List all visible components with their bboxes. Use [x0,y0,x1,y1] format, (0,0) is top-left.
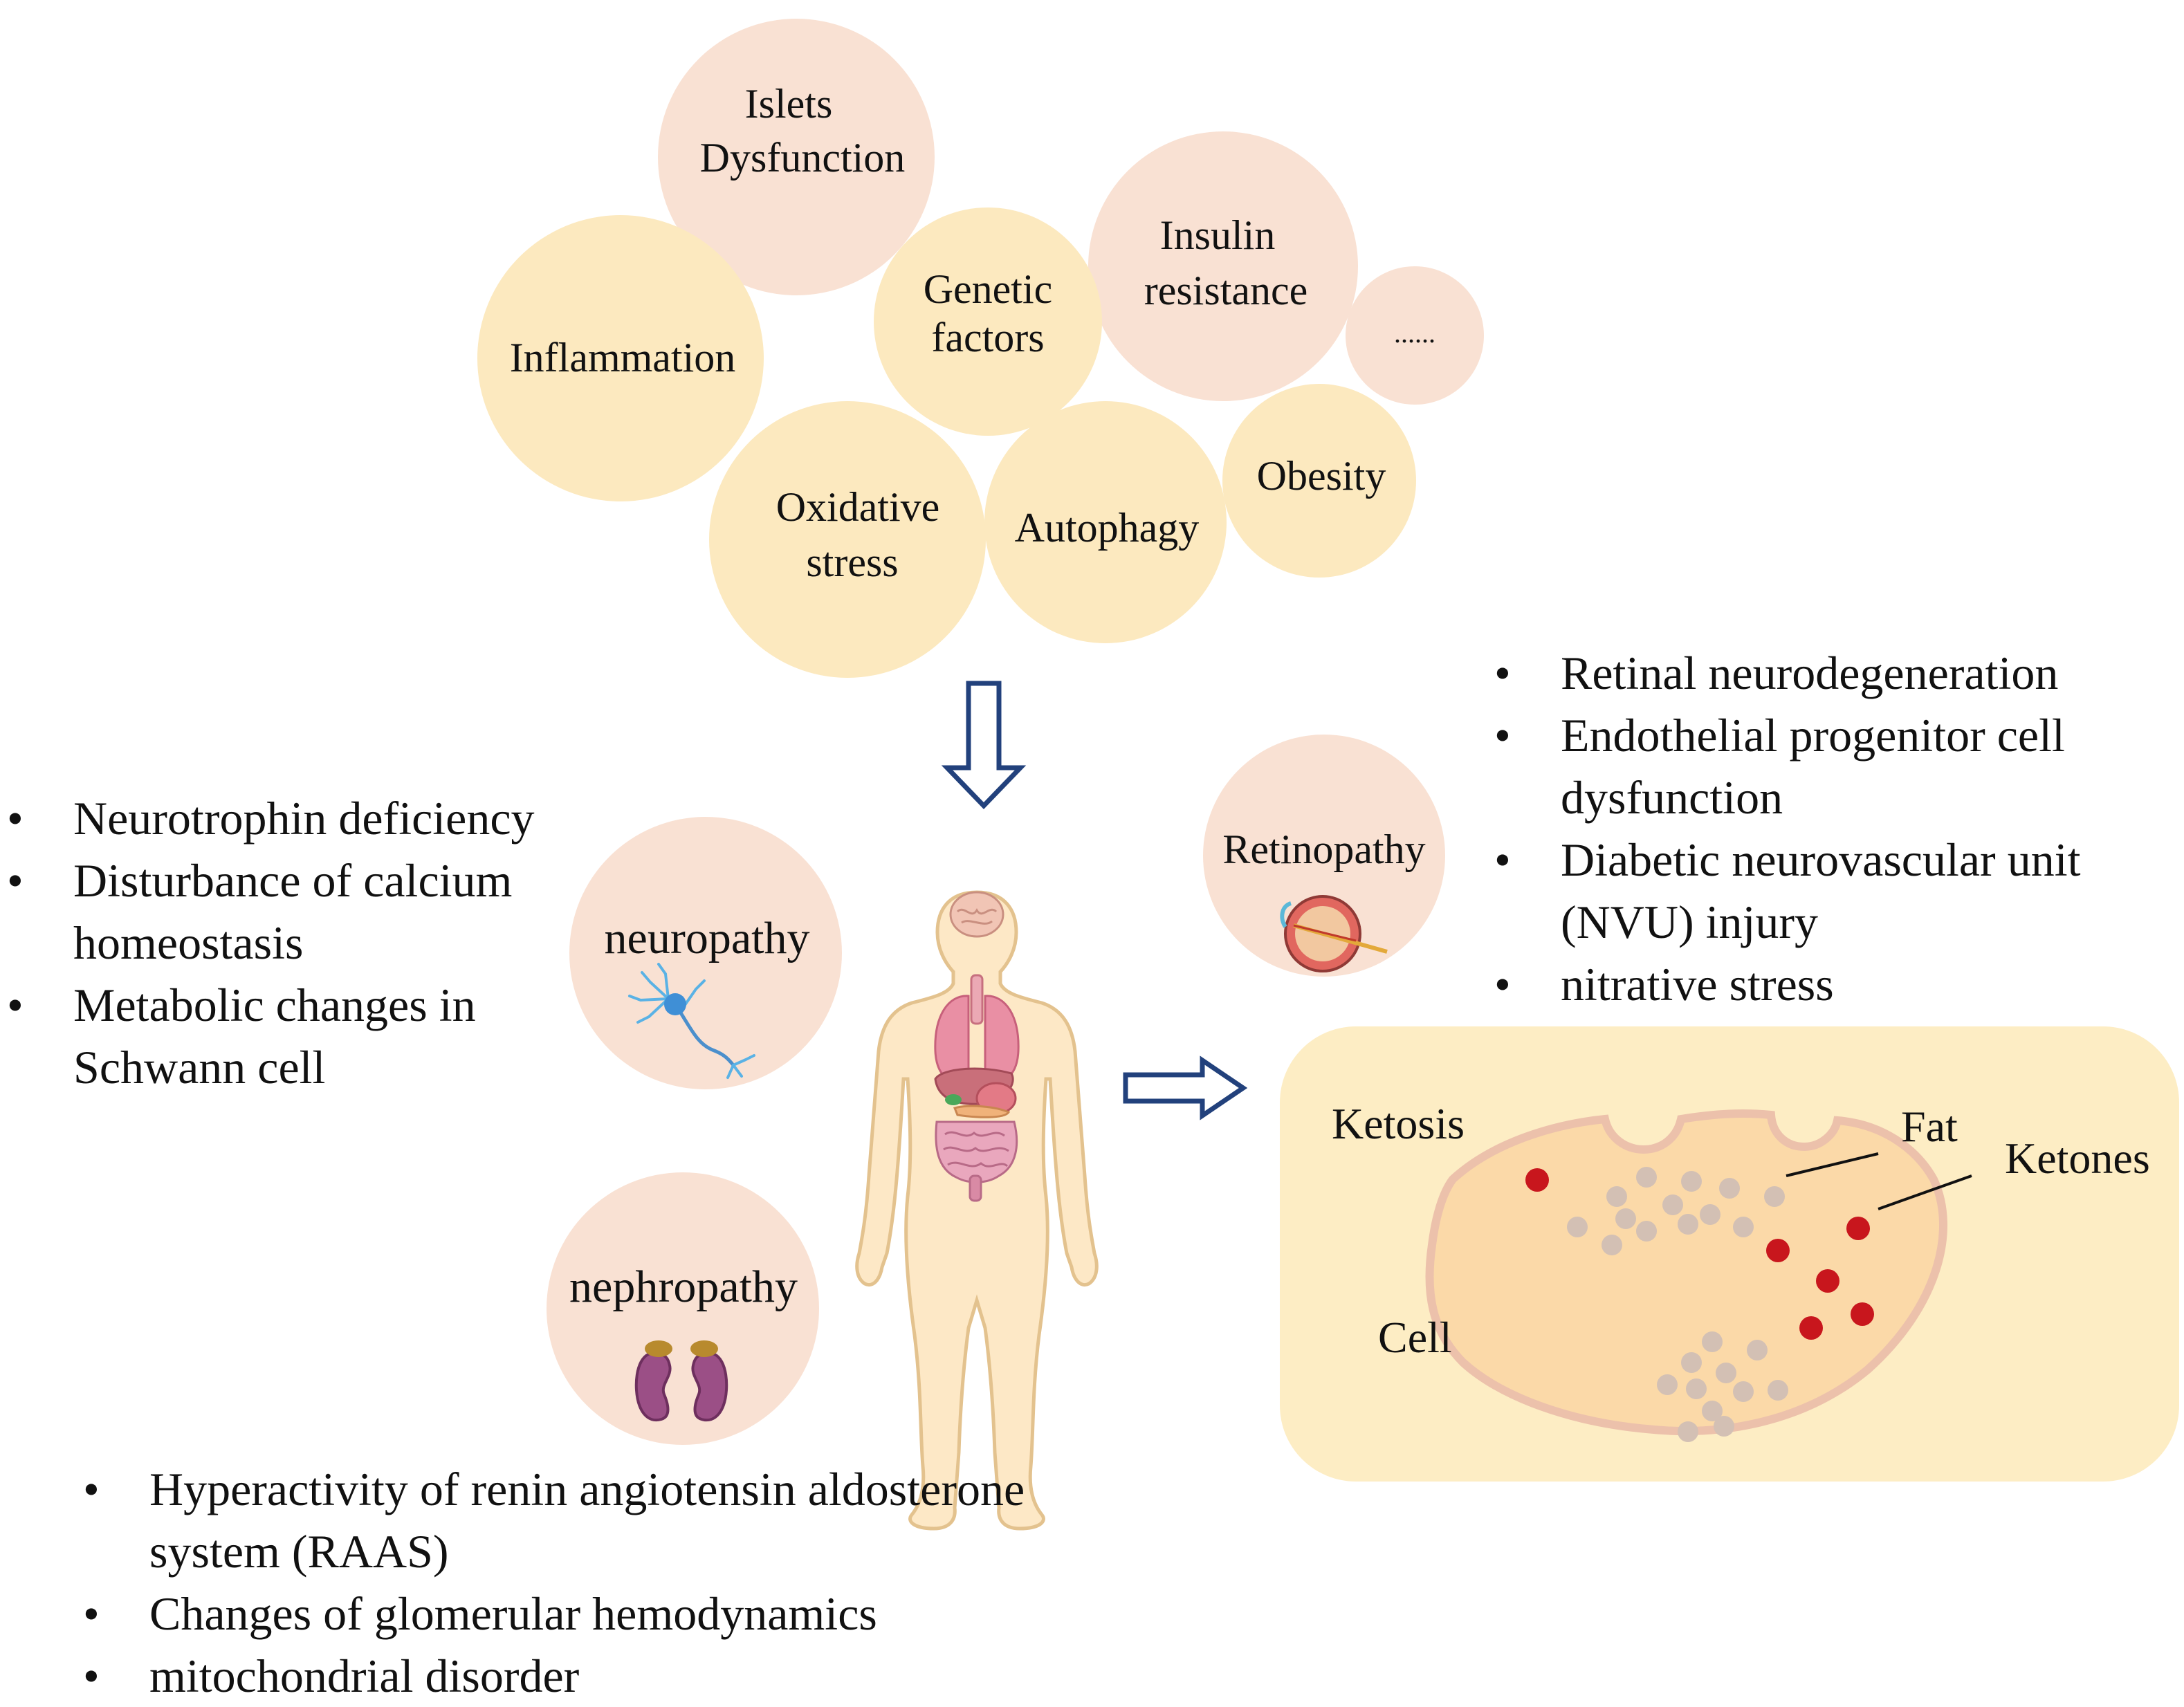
brain-folds [956,907,998,925]
bubble-islets-line2: Dysfunction [700,135,906,181]
list-item: nitrative stress [1494,953,2172,1015]
ketones-label: Ketones [2005,1134,2150,1183]
bubble-obesity [1222,384,1416,578]
fat-droplets [1567,1167,1788,1442]
list-item: mitochondrial disorder [83,1645,1052,1707]
list-item: Metabolic changes in Schwann cell [7,974,602,1098]
bubble-genetic-line2: factors [931,315,1044,360]
neuron-body [664,993,686,1015]
ketosis-panel: Ketosis Fat Ketones Cell [1280,1026,2179,1482]
neuron-icon [628,963,755,1079]
bubble-oxidative-line1: Oxidative [776,484,940,530]
retinopathy-label: Retinopathy [1222,827,1425,872]
bubble-genetic-factors [874,207,1102,436]
bubble-autophagy-label: Autophagy [1015,505,1200,551]
bubble-more [1346,266,1484,405]
pancreas [953,1105,1011,1118]
ketone-dots [1525,1168,1874,1340]
kidney-icon [634,1340,728,1422]
neuropathy-mechanisms-list: Neurotrophin deficiency Disturbance of c… [7,787,602,1098]
retinopathy-circle [1203,735,1445,977]
nephropathy-bubble: nephropathy [547,1172,819,1445]
ketones-pointer-line [1878,1174,1972,1210]
trachea [970,974,984,1025]
bubble-islets [658,19,935,295]
neuropathy-bubble: neuropathy [569,817,842,1089]
cell-outline [1425,1109,1948,1435]
list-item: Hyperactivity of renin angiotensin aldos… [83,1458,1052,1583]
fat-label: Fat [1901,1102,1958,1151]
list-item: Disturbance of calcium homeostasis [7,849,602,974]
retinopathy-mechanisms-list: Retinal neurodegeneration Endothelial pr… [1494,642,2172,1015]
nephropathy-circle [547,1172,819,1445]
bubble-oxidative-stress [709,401,986,678]
list-item: Neurotrophin deficiency [7,787,602,849]
neuropathy-label: neuropathy [605,913,810,963]
human-body-figure [855,890,1099,1531]
list-item: Changes of glomerular hemodynamics [83,1583,1052,1645]
down-arrow [941,681,1027,810]
nephropathy-mechanisms-list: Hyperactivity of renin angiotensin aldos… [83,1458,1052,1707]
body-silhouette [855,890,1099,1531]
bubble-insulin-line1: Insulin [1160,212,1276,258]
intestines [935,1120,1018,1183]
bubble-obesity-label: Obesity [1257,453,1386,499]
cell-label: Cell [1378,1313,1452,1362]
intestine-folds [943,1131,1009,1168]
bubble-autophagy [984,401,1227,643]
ketosis-title: Ketosis [1332,1099,1465,1148]
bubble-inflammation-label: Inflammation [510,335,736,380]
gallbladder [945,1094,962,1105]
brain [949,891,1004,938]
eye-icon [1280,895,1388,972]
bubble-more-label: ...... [1394,317,1435,349]
cause-bubbles: Islets Dysfunction Inflammation Genetic … [477,19,1484,678]
bubble-insulin-resistance [1088,131,1358,401]
nephropathy-label: nephropathy [569,1262,798,1312]
right-arrow [1123,1055,1248,1120]
bubble-oxidative-line2: stress [806,539,898,585]
list-item: Endothelial progenitor cell dysfunction [1494,704,2172,829]
colon [969,1174,982,1202]
retinopathy-bubble: Retinopathy [1203,735,1445,977]
fat-pointer-line [1786,1152,1879,1177]
list-item: Retinal neurodegeneration [1494,642,2172,704]
bubble-inflammation [477,215,764,501]
bubble-genetic-line1: Genetic [924,266,1053,312]
list-item: Diabetic neurovascular unit (NVU) injury [1494,829,2172,953]
bubble-islets-line1: Islets [745,81,833,127]
bubble-insulin-line2: resistance [1144,268,1308,313]
